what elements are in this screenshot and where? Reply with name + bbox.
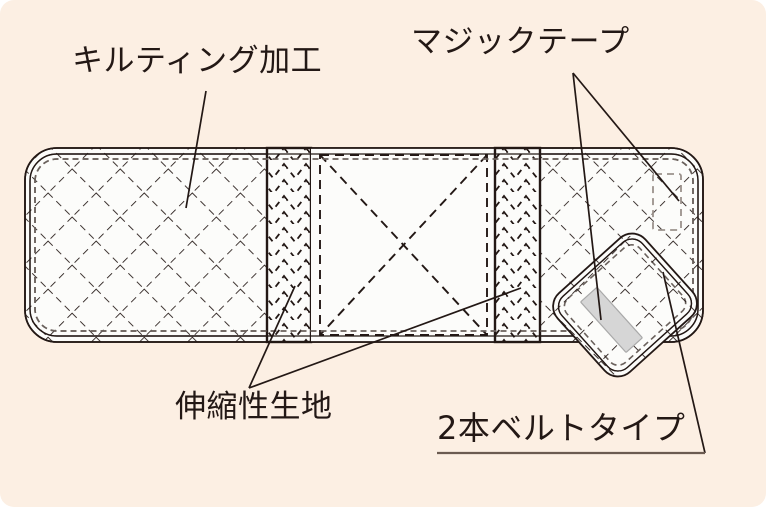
center-panel xyxy=(311,148,495,342)
left-quilted-panel xyxy=(25,148,267,342)
left-stretch-panel xyxy=(265,146,313,344)
body-binding-inner-overlay xyxy=(29,153,699,337)
body-outline-overlay xyxy=(24,147,704,343)
hidden-velcro-outline xyxy=(652,173,682,231)
flap-binding-inner-overlay xyxy=(557,238,693,372)
leader-stretch-right xyxy=(248,287,522,389)
flap-velcro-patch xyxy=(580,287,643,353)
leader-quilting xyxy=(185,90,207,209)
leader-velcro-hidden xyxy=(572,72,680,202)
center-panel-dashed-rect xyxy=(319,154,488,336)
callout-label-quilting: キルティング加工 xyxy=(72,43,323,79)
leader-two-belt xyxy=(662,271,706,454)
right-stretch-panel xyxy=(493,146,542,344)
callout-label-velcro: マジックテープ xyxy=(411,24,630,60)
leader-stretch-left xyxy=(248,285,296,389)
callout-leader-lines xyxy=(185,72,706,454)
callout-label-stretch-fabric: 伸縮性生地 xyxy=(175,389,333,425)
leader-velcro-flap xyxy=(572,72,602,321)
center-panel-diagonal-b xyxy=(319,154,488,336)
callout-label-two-belt-type: 2本ベルトタイプ xyxy=(437,409,686,447)
